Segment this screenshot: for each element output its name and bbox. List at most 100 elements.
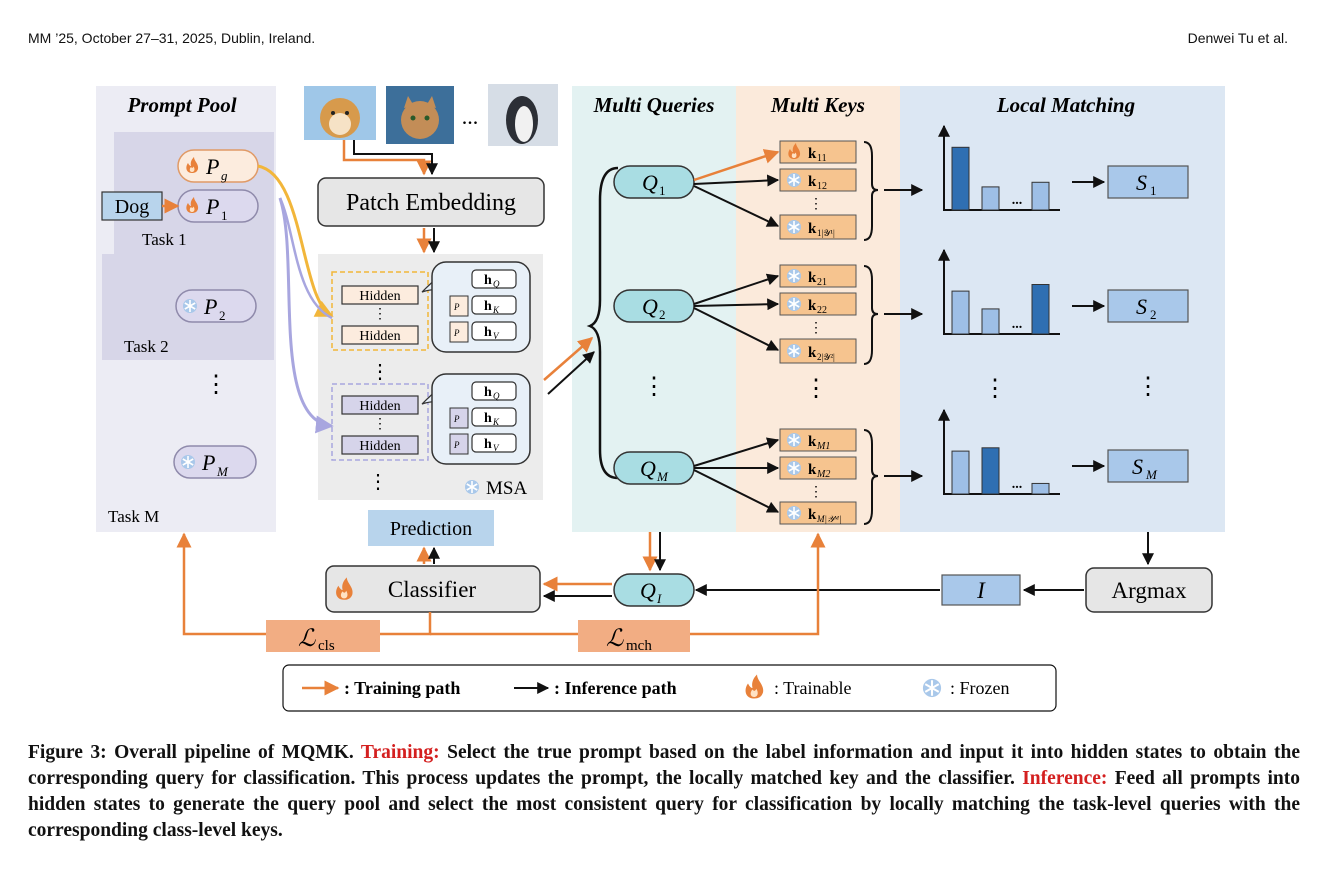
task-label: Task M	[108, 507, 159, 526]
local-matching-title: Local Matching	[996, 93, 1135, 117]
running-header-right: Denwei Tu et al.	[1187, 30, 1288, 46]
similarity-bar	[981, 308, 1000, 335]
key-label: k	[808, 507, 817, 523]
image-to-embedding-infer-arrow	[353, 140, 438, 176]
key-sub: 12	[817, 181, 827, 192]
query-q1: Q 1	[613, 165, 695, 199]
caption-training-text: Select the true prompt based on the labe…	[28, 742, 1301, 789]
score-label: S	[1132, 454, 1143, 479]
key-sub: 1|𝒴¹|	[817, 228, 835, 238]
input-images: ...	[304, 84, 558, 146]
legend-trainable-label: : Trainable	[774, 678, 852, 698]
key-sub: M1	[816, 441, 830, 452]
prompt-to-hidden-purple-arrow-2	[278, 197, 333, 320]
score-sub: M	[1145, 467, 1158, 482]
key-label: k	[808, 345, 817, 361]
key-sub: 2|𝒴²|	[817, 352, 835, 362]
h-q-label: h	[484, 385, 492, 400]
classifier-label: Classifier	[388, 577, 476, 602]
queries-brace	[586, 166, 619, 480]
prompt-value-mini: P	[453, 440, 460, 450]
query-i-sub: I	[656, 591, 662, 606]
pipeline-figure: Prompt Pool Multi Queries Multi Keys Loc…	[96, 84, 1225, 712]
similarity-bar	[1031, 482, 1050, 495]
figure-caption: Figure 3: Overall pipeline of MQMK. Trai…	[28, 740, 1300, 844]
query-to-key-arrow	[693, 307, 780, 351]
keys-brace	[863, 141, 879, 241]
query-sub: M	[656, 469, 669, 484]
msa-to-queries-infer-arrow	[547, 351, 595, 395]
prompt-sub: 1	[221, 208, 228, 223]
prompt-to-hidden-purple-arrow	[278, 197, 334, 434]
similarity-bar	[951, 450, 970, 495]
h-q-label: h	[484, 273, 492, 288]
keys-ellipsis: ⋮	[809, 197, 823, 212]
chart-axis	[938, 248, 1060, 335]
score-label: S	[1136, 170, 1147, 195]
image-ellipsis: ...	[462, 104, 479, 129]
prompt-sub: M	[216, 464, 229, 479]
loss-cls-label: ℒ	[298, 626, 316, 652]
bar-ellipsis: ...	[1012, 193, 1023, 208]
query-q2: Q 2	[613, 289, 695, 323]
h-k-label: h	[484, 411, 492, 426]
hidden-box	[341, 395, 419, 415]
caption-inference-text: Feed all prompts into hidden states to g…	[28, 768, 1301, 841]
score-label: S	[1136, 294, 1147, 319]
prompt-p1: P 1	[177, 189, 259, 223]
h-v-sub: V	[493, 443, 500, 453]
key-label: k	[808, 270, 817, 286]
multi-keys-title: Multi Keys	[770, 93, 865, 117]
query-to-key-arrow	[693, 298, 780, 311]
queries-ellipsis: ⋮	[642, 374, 666, 400]
query-qm: Q M	[613, 451, 695, 485]
h-q-sub: Q	[493, 391, 500, 401]
task-label: Task 1	[142, 230, 187, 249]
task-label: Task 2	[124, 337, 169, 356]
multi-queries-title: Multi Queries	[593, 93, 715, 117]
prompt-value-mini: P	[453, 328, 460, 338]
matching-ellipsis: ⋮	[983, 376, 1007, 402]
key-k2y: k 2|𝒴²|	[779, 338, 857, 364]
msa-label: MSA	[486, 478, 527, 499]
query-label: Q	[642, 170, 658, 195]
key-k1y: k 1|𝒴¹|	[779, 214, 857, 240]
legend-training-label: : Training path	[344, 678, 460, 698]
query-sub: 2	[659, 307, 666, 322]
prompt-label: P	[203, 294, 217, 319]
key-label: k	[808, 174, 817, 190]
query-to-key-arrow	[693, 174, 780, 187]
dog-label-box	[101, 191, 163, 221]
score-s2: S 2	[1107, 289, 1189, 323]
key-sub: 21	[817, 277, 827, 288]
key-sub: M|𝒴ᴹ|	[816, 514, 842, 524]
loss-mch-box	[578, 620, 690, 652]
similarity-bar	[981, 447, 1000, 495]
scores-ellipsis: ⋮	[1136, 374, 1160, 400]
h-v-sub: V	[493, 331, 500, 341]
vertical-ellipsis: ⋮	[204, 372, 228, 398]
caption-inference-label: Inference:	[1022, 768, 1108, 789]
h-v-label: h	[484, 325, 492, 340]
msa-ellipsis: ⋮	[370, 361, 390, 383]
key-label: k	[808, 146, 817, 162]
prompt-p2: P 2	[175, 289, 257, 323]
local-matching-charts: .........	[938, 124, 1060, 495]
similarity-bar	[951, 146, 970, 211]
key-sub: 22	[817, 305, 827, 316]
prompt-pg: P g	[177, 149, 259, 183]
key-kmy: k M|𝒴ᴹ|	[779, 501, 857, 525]
msa-to-queries-train-arrow	[543, 337, 594, 381]
hidden-label: Hidden	[359, 439, 400, 454]
argmax-label: Argmax	[1112, 578, 1187, 603]
similarity-bar	[1031, 284, 1050, 335]
hidden-box	[341, 285, 419, 305]
query-label: Q	[642, 294, 658, 319]
prompt-to-hidden-yellow-arrow	[257, 164, 334, 318]
query-to-key-arrow	[693, 437, 780, 467]
frozen-icon	[464, 479, 480, 495]
prompt-sub: g	[221, 168, 228, 183]
similarity-bar	[951, 290, 970, 335]
hidden-label: Hidden	[359, 399, 400, 414]
hidden-group-2	[331, 383, 429, 461]
